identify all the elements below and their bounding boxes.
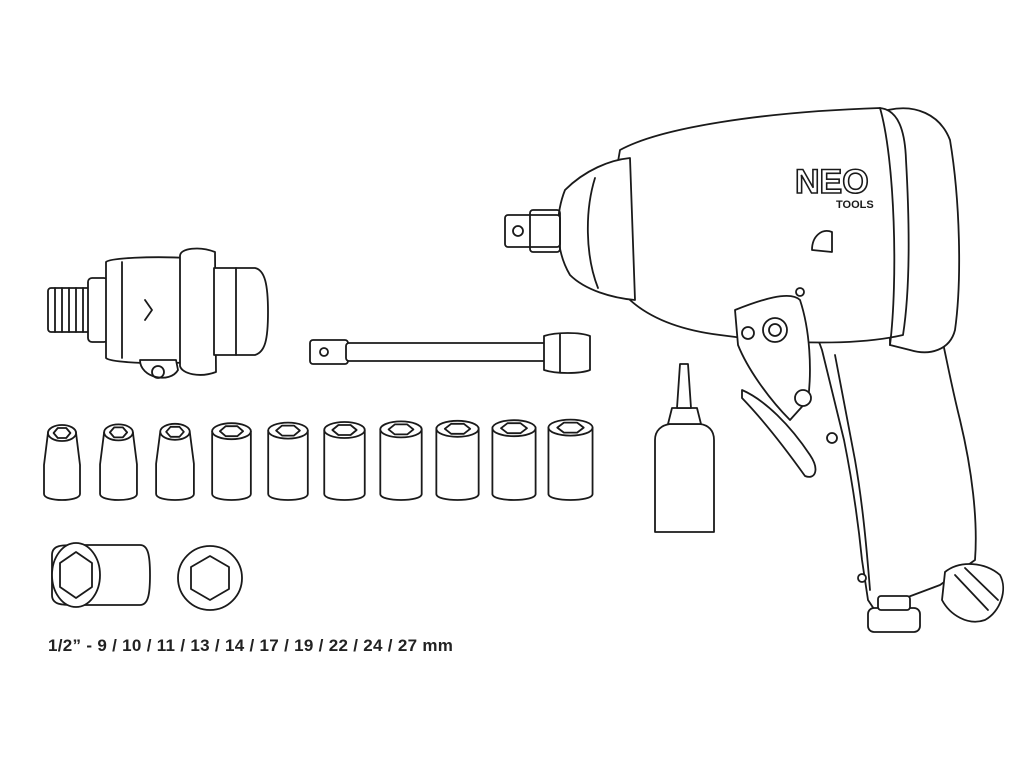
socket-5 [267, 421, 309, 501]
socket-8 [435, 419, 480, 501]
socket-7 [379, 420, 423, 501]
socket-2 [99, 423, 138, 501]
brand-logo-subtext: TOOLS [836, 199, 874, 211]
impact-wrench: NEO TOOLS [504, 107, 1005, 633]
trigger-icon [741, 389, 817, 478]
socket-10 [547, 418, 594, 501]
regulator-knob [867, 607, 921, 633]
extension-bar [309, 332, 591, 374]
socket-1 [43, 424, 81, 501]
socket-row [43, 418, 594, 501]
socket-9 [491, 419, 537, 501]
brand-logo: NEO [795, 163, 869, 201]
socket-end-view [177, 545, 243, 611]
socket-sizes-caption: 1/2” - 9 / 10 / 11 / 13 / 14 / 17 / 19 /… [48, 636, 454, 655]
socket-4 [211, 422, 252, 501]
socket-3 [155, 422, 195, 501]
reverse-switch-icon [811, 230, 833, 253]
air-coupler [47, 247, 269, 379]
wrench-nose [557, 157, 636, 301]
socket-6 [323, 421, 366, 501]
oil-bottle [654, 363, 715, 533]
large-socket [51, 542, 151, 608]
